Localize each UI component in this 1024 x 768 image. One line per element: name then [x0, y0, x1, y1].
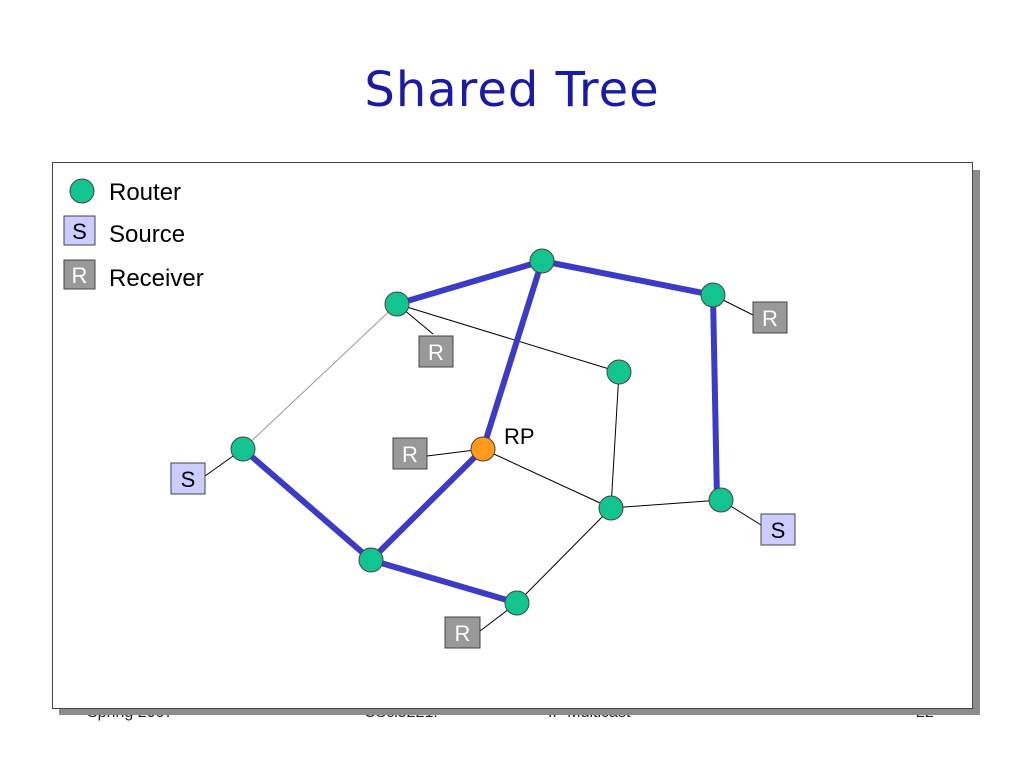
receiver-box-bg [392, 437, 428, 470]
source-box: S [170, 462, 206, 495]
router-node [384, 291, 410, 317]
legend-receiver-label: Receiver [109, 265, 204, 292]
router-node [504, 590, 530, 616]
receiver-glyph: R [428, 340, 444, 365]
receiver-box-bg [752, 301, 788, 334]
router-node [708, 487, 734, 513]
router-node [230, 436, 256, 462]
link-thin [610, 371, 620, 509]
receiver-box-bg [418, 335, 454, 368]
legend-receiver-glyph: R [72, 263, 88, 288]
legend-source-glyph: S [72, 219, 87, 244]
source-glyph: S [771, 518, 786, 543]
receiver-glyph: R [402, 442, 418, 467]
legend-source-icon [63, 215, 96, 246]
link-thin [610, 499, 722, 509]
receiver-box: R [752, 301, 788, 334]
shared-tree-links [240, 258, 720, 606]
rp-label: RP [504, 424, 535, 449]
router-node [598, 495, 624, 521]
source-box-bg [170, 462, 206, 495]
legend-router-icon [69, 178, 95, 204]
receiver-glyph: R [762, 306, 778, 331]
tree-link [394, 258, 545, 307]
receiver-glyph: R [455, 621, 471, 646]
tree-link [710, 292, 720, 503]
receiver-box: R [418, 335, 454, 368]
rp-node [470, 436, 496, 462]
router-node [358, 547, 384, 573]
slide-title: Shared Tree [364, 62, 660, 118]
source-box: S [760, 513, 796, 546]
tree-link [480, 258, 545, 452]
source-box-bg [760, 513, 796, 546]
link-thin [482, 448, 612, 509]
legend-receiver-icon [63, 259, 96, 290]
router-node [606, 359, 632, 385]
legend-source-label: Source [109, 221, 185, 248]
link-thin [396, 303, 620, 373]
link-thin [516, 507, 612, 604]
receiver-box: R [444, 616, 481, 649]
tree-link [368, 446, 486, 563]
tree-link [240, 446, 374, 563]
receiver-box-bg [444, 616, 481, 649]
shared-tree-diagram: Router S Source R Receiver [63, 178, 796, 649]
tree-link [539, 258, 716, 298]
router-node [529, 248, 555, 274]
diagram-panel: Router S Source R Receiver [52, 162, 973, 709]
tree-link [368, 557, 520, 606]
legend-router-label: Router [109, 179, 181, 206]
source-glyph: S [181, 467, 196, 492]
router-node [700, 282, 726, 308]
link-thin [242, 303, 398, 450]
receiver-box: R [392, 437, 428, 470]
